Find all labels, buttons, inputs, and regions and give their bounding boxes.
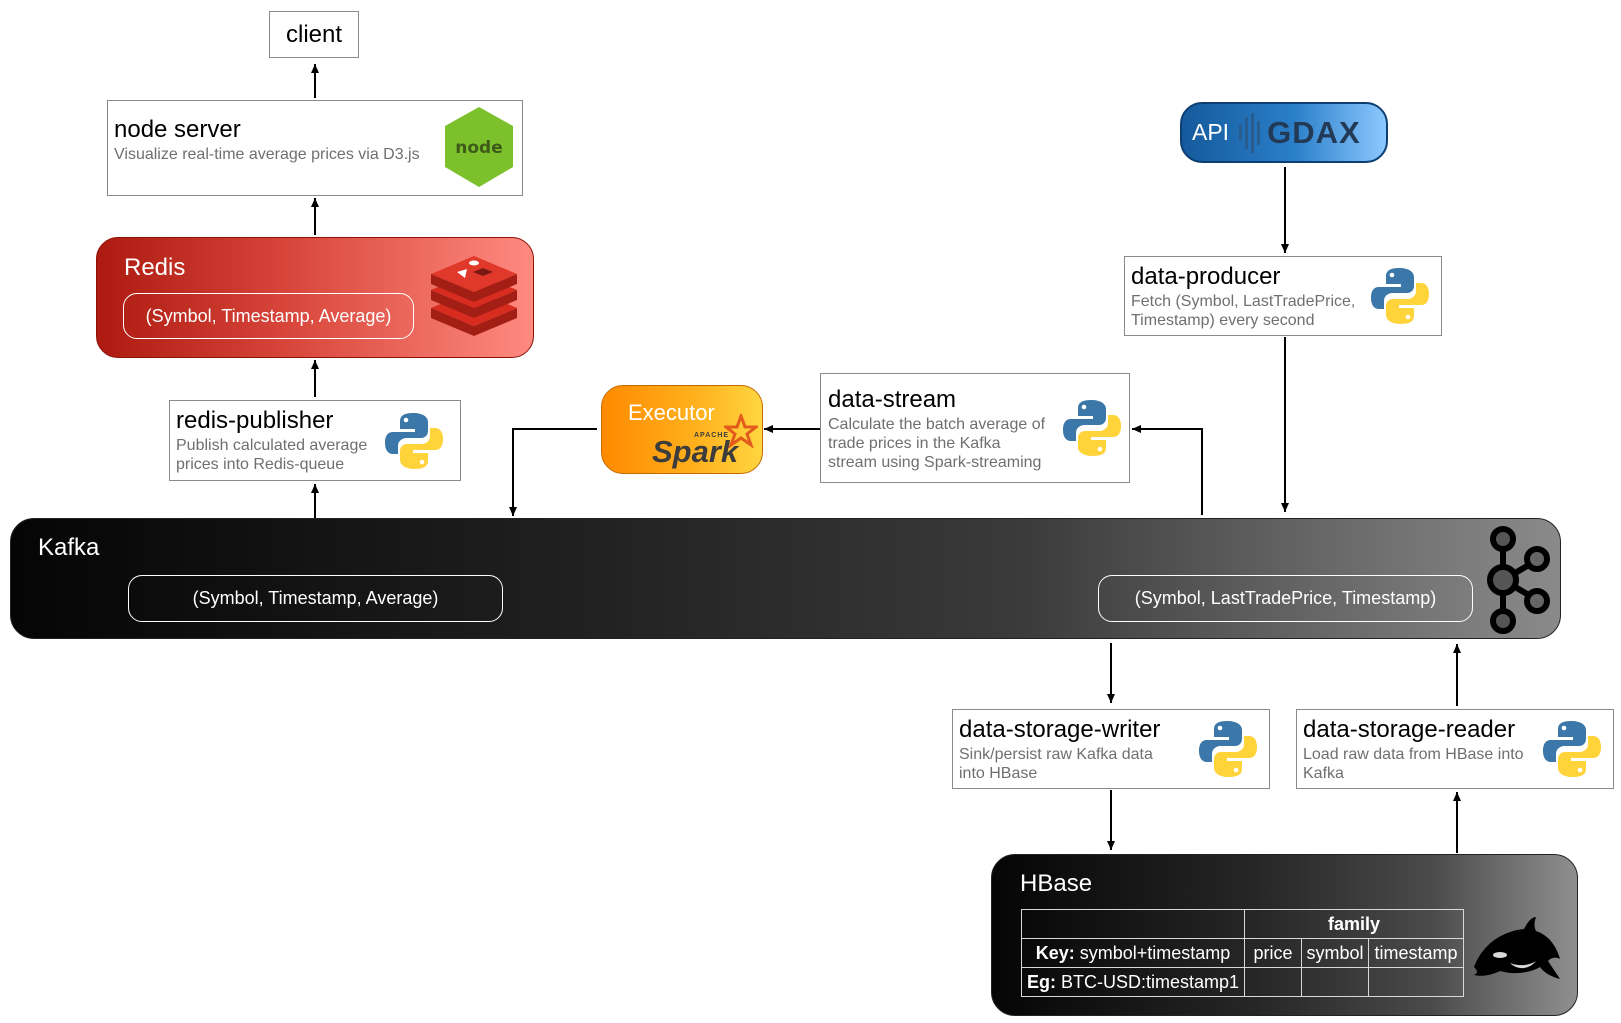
data-storage-writer-title: data-storage-writer: [959, 716, 1161, 743]
python-logo-icon: [385, 413, 443, 469]
node-server-box: node server Visualize real-time average …: [107, 100, 523, 196]
hbase-column-symbol: symbol: [1301, 938, 1369, 968]
redis-box: Redis (Symbol, Timestamp, Average): [96, 237, 534, 358]
spark-apache-label: APACHE: [694, 432, 730, 439]
data-stream-title: data-stream: [828, 386, 957, 413]
data-storage-reader-desc: Load raw data from HBase into Kafka: [1303, 746, 1524, 782]
spark-logo-text: Spark: [652, 434, 739, 469]
redis-publisher-box: redis-publisher Publish calculated avera…: [169, 400, 461, 481]
kafka-box: Kafka (Symbol, Timestamp, Average) (Symb…: [10, 518, 1561, 639]
data-producer-desc: Fetch (Symbol, LastTradePrice, Timestamp…: [1131, 293, 1356, 329]
hbase-empty-cell: [1368, 967, 1464, 997]
redis-publisher-desc: Publish calculated average prices into R…: [176, 437, 368, 473]
data-producer-box: data-producer Fetch (Symbol, LastTradePr…: [1124, 256, 1442, 336]
kafka-trade-record-pill: (Symbol, LastTradePrice, Timestamp): [1098, 575, 1473, 622]
hbase-orca-logo-icon: [1474, 917, 1560, 979]
gdax-api-label: API: [1192, 119, 1230, 145]
hbase-eg-label: Eg:: [1026, 971, 1056, 992]
executor-box: Executor APACHE Spark: [601, 385, 763, 474]
arrow-executor-to-kafka: [509, 428, 597, 516]
redis-logo-icon: [431, 256, 517, 336]
data-storage-reader-title: data-storage-reader: [1303, 716, 1516, 743]
hbase-empty-cell: [1244, 967, 1302, 997]
gdax-name: GDAX: [1267, 114, 1361, 150]
node-server-desc: Visualize real-time average prices via D…: [114, 146, 420, 163]
hbase-eg-value: BTC-USD:timestamp1: [1060, 971, 1240, 992]
data-producer-title: data-producer: [1131, 263, 1281, 290]
python-logo-icon: [1371, 268, 1429, 324]
gdax-bars-icon: [1239, 112, 1261, 153]
hbase-empty-cell: [1301, 967, 1369, 997]
redis-publisher-title: redis-publisher: [176, 407, 334, 434]
hbase-schema-table: family Key: symbol+timestamp price symbo…: [1021, 909, 1464, 997]
hbase-column-timestamp: timestamp: [1368, 938, 1464, 968]
data-storage-writer-desc: Sink/persist raw Kafka data into HBase: [959, 746, 1153, 782]
python-logo-icon: [1063, 400, 1121, 456]
hbase-empty-cell: [1021, 909, 1245, 939]
hbase-key-value: symbol+timestamp: [1079, 942, 1231, 963]
kafka-logo-icon: [1487, 526, 1550, 634]
client-label: client: [285, 20, 343, 48]
data-stream-desc: Calculate the batch average of trade pri…: [828, 416, 1046, 471]
data-stream-box: data-stream Calculate the batch average …: [820, 373, 1130, 483]
client-box: client: [269, 11, 359, 58]
node-logo-text: node: [455, 138, 502, 158]
hbase-key-label: Key:: [1035, 942, 1075, 963]
spark-star-icon: [724, 414, 758, 448]
kafka-title: Kafka: [38, 534, 100, 561]
python-logo-icon: [1543, 721, 1601, 777]
redis-record-pill: (Symbol, Timestamp, Average): [123, 293, 414, 339]
redis-title: Redis: [124, 254, 186, 281]
kafka-average-record-pill: (Symbol, Timestamp, Average): [128, 575, 503, 622]
hbase-key-cell: Key: symbol+timestamp: [1021, 938, 1245, 968]
redis-record-text: (Symbol, Timestamp, Average): [145, 305, 392, 326]
kafka-average-record-text: (Symbol, Timestamp, Average): [192, 588, 439, 608]
hbase-title: HBase: [1020, 870, 1093, 897]
table-row: Eg: BTC-USD:timestamp1: [1021, 967, 1464, 997]
gdax-api-box: API GDAX: [1180, 102, 1388, 163]
kafka-trade-record-text: (Symbol, LastTradePrice, Timestamp): [1134, 588, 1437, 608]
hbase-column-price: price: [1244, 938, 1302, 968]
data-storage-writer-box: data-storage-writer Sink/persist raw Kaf…: [952, 709, 1270, 789]
node-server-title: node server: [114, 116, 241, 143]
python-logo-icon: [1199, 721, 1257, 777]
hbase-box: HBase family Key: symbol+timestamp price…: [991, 854, 1578, 1016]
executor-title: Executor: [628, 400, 715, 425]
table-row: Key: symbol+timestamp price symbol times…: [1021, 938, 1464, 968]
hbase-family-header: family: [1244, 909, 1464, 939]
nodejs-logo-icon: node: [445, 107, 513, 187]
hbase-example-cell: Eg: BTC-USD:timestamp1: [1021, 967, 1245, 997]
arrow-kafka-to-stream: [1132, 425, 1203, 515]
data-storage-reader-box: data-storage-reader Load raw data from H…: [1296, 709, 1614, 789]
